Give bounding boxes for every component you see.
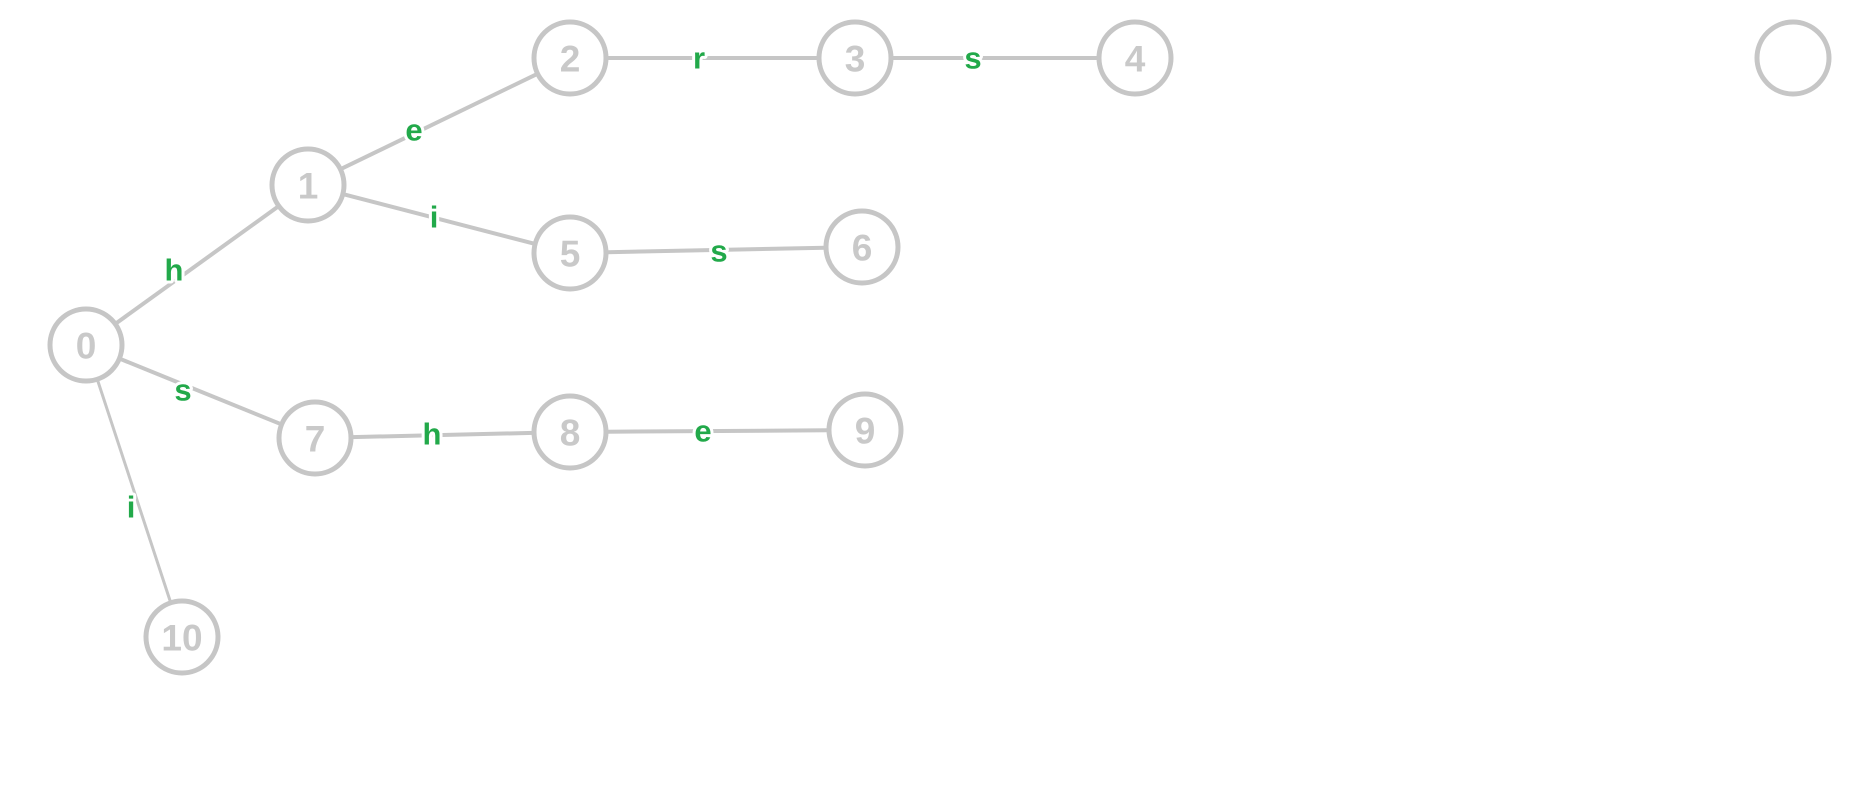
edge-label-2-3: r <box>693 41 705 76</box>
graph-node-4[interactable]: 4 <box>1096 19 1174 97</box>
graph-node-6[interactable]: 6 <box>823 208 901 286</box>
node-label: 8 <box>560 413 581 454</box>
node-label: 9 <box>855 411 876 452</box>
node-label: 1 <box>298 166 319 207</box>
graph-edge <box>606 245 826 255</box>
edge-label-5-6: s <box>710 234 727 269</box>
graph-node-9[interactable]: 9 <box>826 391 904 469</box>
edge-label-0-10: i <box>127 490 136 525</box>
edge-label-1-2: e <box>405 113 422 148</box>
graph-node-0[interactable]: 0 <box>47 306 125 384</box>
node-circle[interactable] <box>1096 19 1174 97</box>
graph-node-2[interactable]: 2 <box>531 19 609 97</box>
node-label: 4 <box>1125 39 1146 80</box>
graph-node-5[interactable]: 5 <box>531 214 609 292</box>
node-label: 6 <box>852 228 873 269</box>
edge-label-8-9: e <box>694 414 711 449</box>
node-circle[interactable] <box>269 146 347 224</box>
edge-label-3-4: s <box>964 41 981 76</box>
graph-edge <box>351 430 534 440</box>
graph-node-3[interactable]: 3 <box>816 19 894 97</box>
graph-node-10[interactable]: 10 <box>143 598 221 676</box>
graph-node-7[interactable]: 7 <box>276 399 354 477</box>
graph-node-1[interactable]: 1 <box>269 146 347 224</box>
node-circle[interactable] <box>826 391 904 469</box>
node-label: 10 <box>161 618 202 659</box>
edge-labels-layer: h e r s i s s h e i <box>124 38 985 528</box>
graph-edge <box>119 357 282 426</box>
nodes-layer: 0 1 2 3 4 5 6 7 8 9 10 <box>47 19 1832 676</box>
node-label: 7 <box>305 419 326 460</box>
edges-layer <box>96 56 1098 603</box>
graph-edge <box>343 192 535 246</box>
node-label: 3 <box>845 39 866 80</box>
edge-label-1-5: i <box>430 200 439 235</box>
node-circle[interactable] <box>276 399 354 477</box>
graph-node-8[interactable]: 8 <box>531 393 609 471</box>
node-circle[interactable] <box>816 19 894 97</box>
node-label: 2 <box>560 39 581 80</box>
node-circle[interactable] <box>531 214 609 292</box>
graph-edge <box>340 72 538 171</box>
node-circle[interactable] <box>143 598 221 676</box>
node-circle[interactable] <box>47 306 125 384</box>
node-label: 0 <box>76 326 97 367</box>
edge-label-0-7: s <box>174 373 191 408</box>
node-circle[interactable] <box>531 19 609 97</box>
graph-edge <box>96 379 172 603</box>
node-circle[interactable] <box>531 393 609 471</box>
graph-edge <box>114 205 280 325</box>
graph-node-empty[interactable] <box>1754 19 1832 97</box>
node-circle[interactable] <box>1754 19 1832 97</box>
node-circle[interactable] <box>823 208 901 286</box>
edge-label-0-1: h <box>165 253 184 288</box>
node-label: 5 <box>560 234 581 275</box>
graph-edge <box>606 428 829 434</box>
edge-label-7-8: h <box>423 417 442 452</box>
